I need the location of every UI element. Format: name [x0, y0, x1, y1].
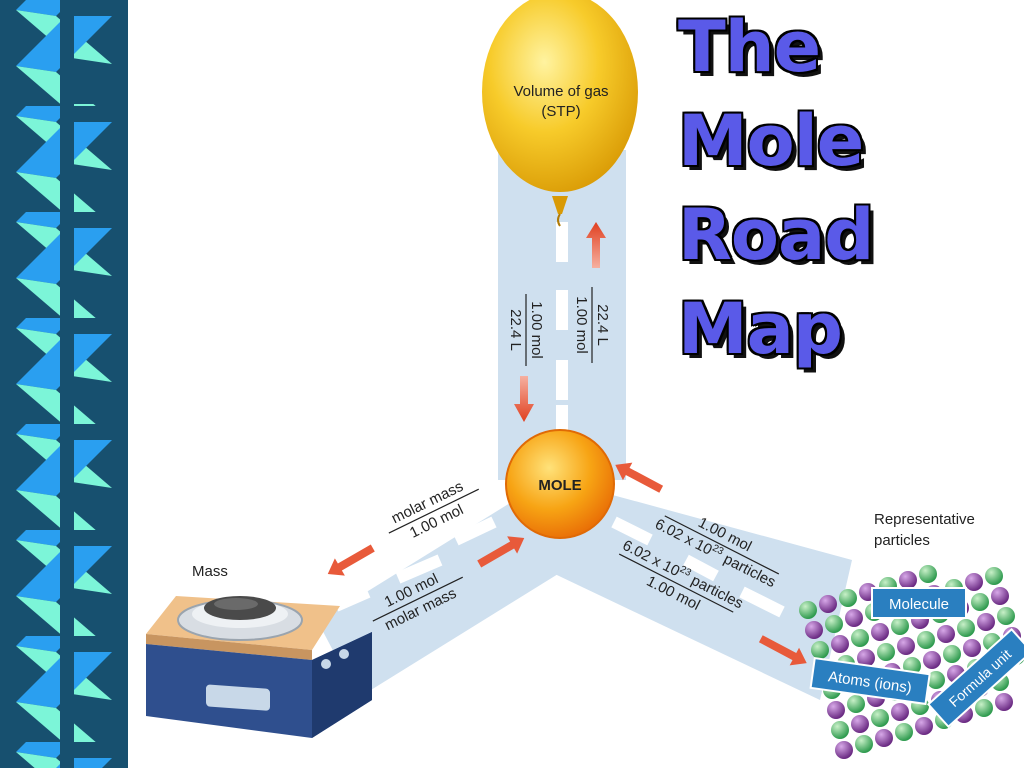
arrow-to-particles-icon — [758, 635, 807, 666]
lattice-sphere — [971, 593, 989, 611]
arrow-to-mass-icon — [327, 544, 375, 576]
lattice-sphere — [975, 699, 993, 717]
lattice-sphere — [827, 701, 845, 719]
lattice-sphere — [839, 589, 857, 607]
mass-label: Mass — [192, 563, 228, 580]
lattice-sphere — [891, 703, 909, 721]
lattice-sphere — [857, 649, 875, 667]
gas-label-line1: Volume of gas — [513, 83, 608, 100]
title-line2: Road — [678, 194, 874, 276]
lattice-sphere — [871, 623, 889, 641]
molecule-label: Molecule — [889, 596, 949, 613]
lattice-sphere — [927, 671, 945, 689]
lattice-sphere — [895, 723, 913, 741]
gas-to-mole-numerator: 1.00 mol — [528, 301, 545, 359]
particles-label-line2: particles — [874, 532, 930, 549]
lattice-sphere — [845, 609, 863, 627]
lattice-sphere — [835, 741, 853, 759]
lattice-sphere — [915, 717, 933, 735]
lattice-sphere — [819, 595, 837, 613]
mole-to-gas-factor: 22.4 L 1.00 mol — [573, 287, 611, 363]
arrow-down-icon — [514, 376, 534, 422]
particles-label-line1: Representative — [874, 511, 975, 528]
lattice-sphere — [957, 619, 975, 637]
lattice-sphere — [943, 645, 961, 663]
lattice-sphere — [937, 625, 955, 643]
lattice-sphere — [991, 587, 1009, 605]
lattice-sphere — [847, 695, 865, 713]
title-line1: The Mole — [678, 6, 864, 182]
particle-lattice: Representative particles Molecule Atoms … — [799, 511, 1024, 759]
lattice-sphere — [985, 567, 1003, 585]
lattice-sphere — [995, 693, 1013, 711]
lattice-sphere — [799, 601, 817, 619]
lattice-sphere — [877, 643, 895, 661]
lattice-sphere — [919, 565, 937, 583]
lattice-sphere — [891, 617, 909, 635]
particles-to-mole-denominator-exp: 23 — [710, 543, 725, 558]
page-title: The Mole Road Map — [678, 0, 1018, 376]
lattice-sphere — [855, 735, 873, 753]
molecule-label-box: Molecule — [871, 587, 967, 619]
gas-to-mole-factor: 1.00 mol 22.4 L — [507, 294, 545, 366]
mole-node: MOLE — [505, 429, 615, 539]
lattice-sphere — [851, 629, 869, 647]
gas-to-mole-denominator: 22.4 L — [507, 309, 524, 351]
lattice-sphere — [851, 715, 869, 733]
gas-label-line2: (STP) — [541, 103, 580, 120]
lattice-sphere — [923, 651, 941, 669]
mole-to-gas-denominator: 1.00 mol — [573, 296, 590, 354]
lattice-sphere — [917, 631, 935, 649]
mole-label: MOLE — [538, 477, 581, 494]
mass-balance: Mass — [146, 563, 372, 738]
arrow-up-icon — [586, 222, 606, 268]
arrow-to-mole-from-particles-icon — [615, 462, 664, 493]
decorative-sidebar — [0, 0, 128, 768]
gas-balloon: Volume of gas (STP) — [482, 0, 638, 227]
title-line3: Map — [678, 288, 843, 370]
mole-to-particles-numerator-exp: 23 — [678, 564, 693, 579]
lattice-sphere — [965, 573, 983, 591]
lattice-sphere — [811, 641, 829, 659]
lattice-sphere — [831, 721, 849, 739]
lattice-sphere — [977, 613, 995, 631]
lattice-sphere — [963, 639, 981, 657]
lattice-sphere — [997, 607, 1015, 625]
lattice-sphere — [897, 637, 915, 655]
lattice-sphere — [831, 635, 849, 653]
atoms-label-box: Atoms (ions) — [809, 656, 931, 706]
lattice-sphere — [871, 709, 889, 727]
mole-to-gas-numerator: 22.4 L — [594, 304, 611, 346]
lattice-sphere — [825, 615, 843, 633]
lattice-sphere — [875, 729, 893, 747]
lattice-sphere — [805, 621, 823, 639]
arrow-from-mass-icon — [477, 536, 525, 568]
lattice-sphere — [899, 571, 917, 589]
